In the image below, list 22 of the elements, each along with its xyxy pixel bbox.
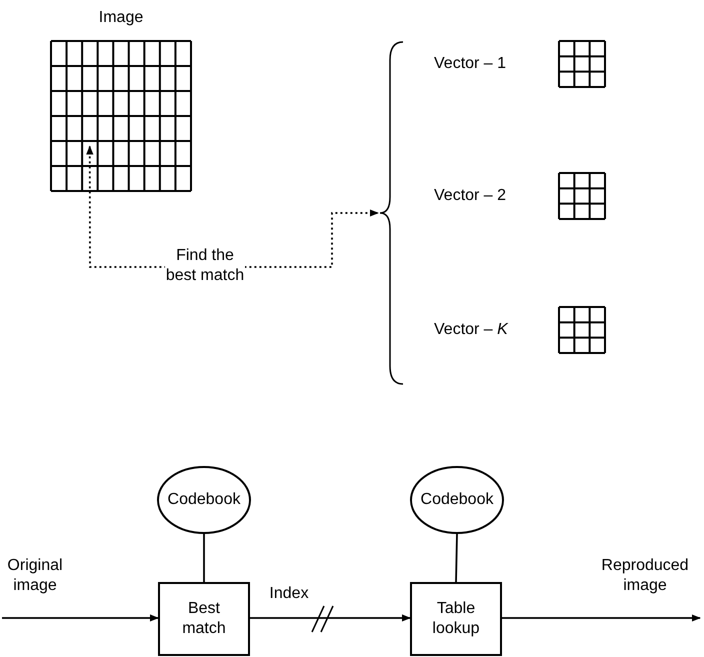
codebook-ellipse xyxy=(157,466,251,534)
grid-drawing xyxy=(558,306,606,354)
image-title: Image xyxy=(98,8,144,28)
codebook-ellipse xyxy=(410,466,504,534)
process-box xyxy=(410,582,502,656)
arrow xyxy=(2,614,159,622)
ellipse-label: Codebook xyxy=(420,490,494,510)
curly-brace xyxy=(378,40,404,386)
arrow xyxy=(502,614,701,622)
box-label: Best match xyxy=(181,599,227,639)
grid-drawing xyxy=(558,172,606,220)
grid-drawing xyxy=(558,40,606,88)
vector-label: Vector – 2 xyxy=(434,186,506,206)
ellipse-label: Codebook xyxy=(168,490,240,510)
vector-label: Vector – 1 xyxy=(434,54,506,74)
connector-line xyxy=(203,534,205,582)
arrow xyxy=(250,614,411,622)
image-grid xyxy=(50,8,192,192)
connector-line xyxy=(455,534,458,582)
box-label: Table lookup xyxy=(431,599,481,639)
vector-label: Vector – K xyxy=(434,320,508,340)
process-box xyxy=(158,582,250,656)
